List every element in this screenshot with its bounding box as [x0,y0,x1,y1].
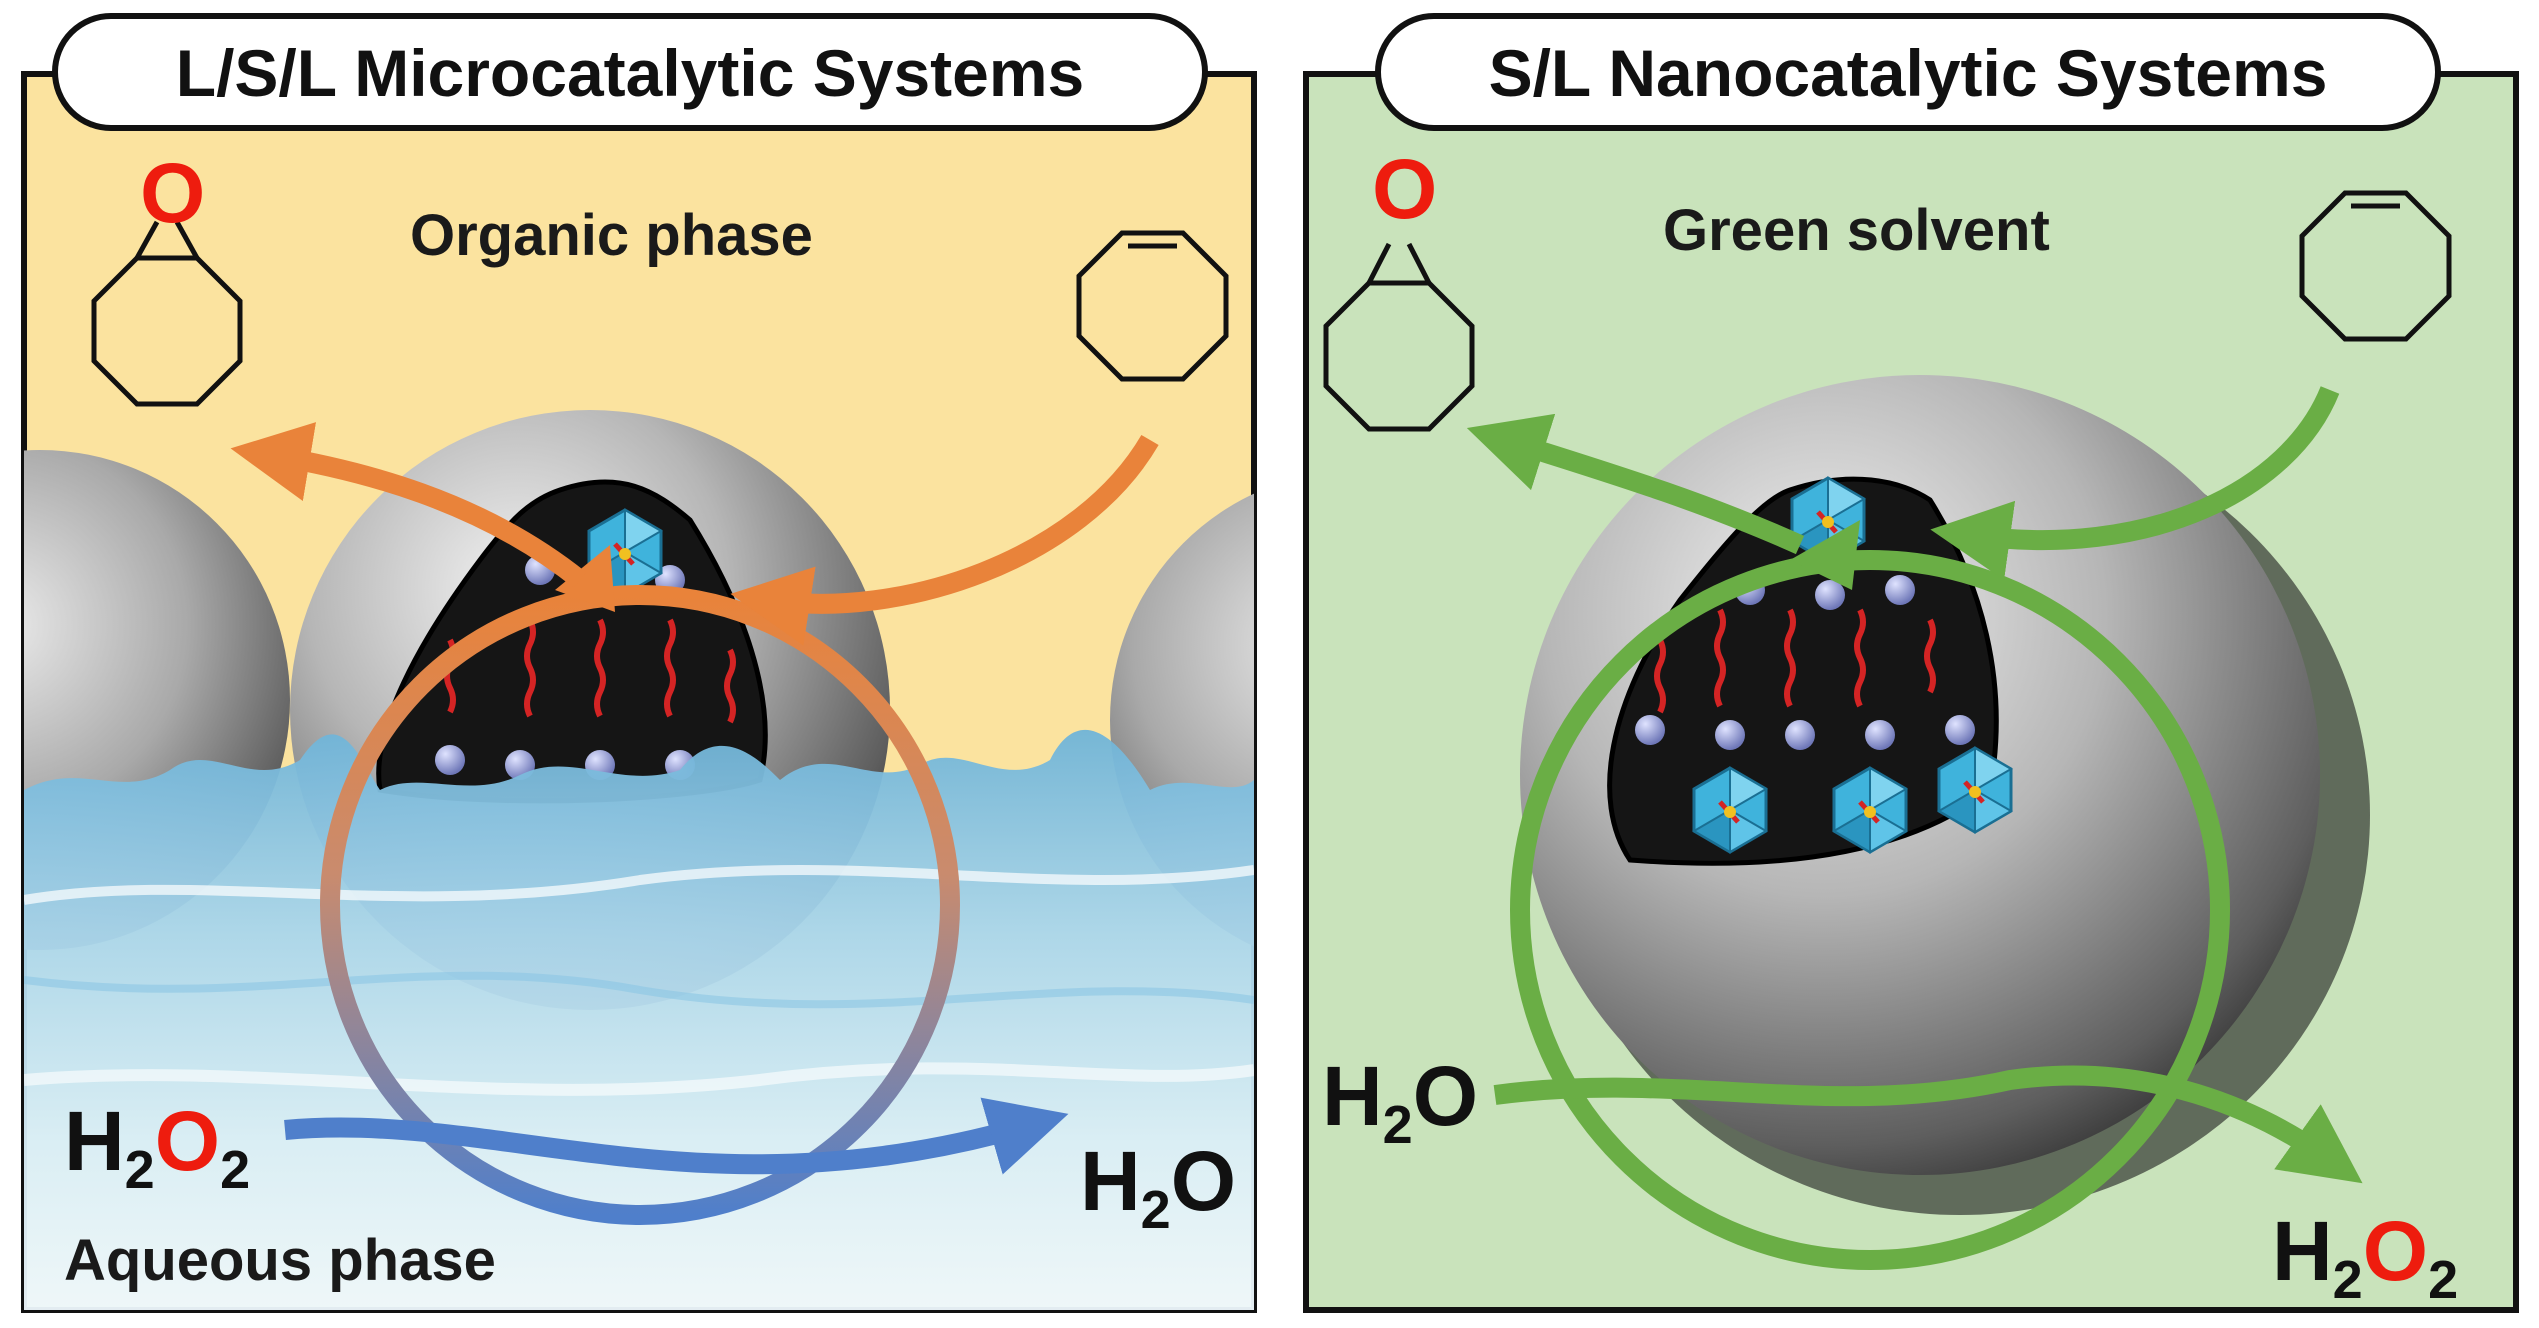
right-epoxide-structure [1323,242,1475,432]
right-catalytic-cycle-ring [1510,550,2230,1270]
left-peroxide-arrow [284,1097,1069,1175]
left-reactant-arrow [730,434,1159,646]
left-panel: O Organic phase Aqueous phase H2O2 H2O L… [21,13,1257,1313]
aqueous-phase-label: Aqueous phase [64,1228,496,1293]
left-title-pill [52,13,1208,131]
left-catalytic-cycle-ring [320,585,960,1225]
right-water-arrow [1493,1065,2363,1184]
left-epoxide-structure [91,220,243,407]
organic-phase-label: Organic phase [410,203,813,268]
right-ring-arrowhead [1790,520,1860,590]
left-product-label: H2O [1080,1134,1236,1240]
left-panel-title: L/S/L Microcatalytic Systems [176,36,1085,110]
right-cutaway-pore [1607,478,2011,866]
left-reactant-label: H2O2 [64,1094,250,1200]
right-panel-title: S/L Nanocatalytic Systems [1489,36,2328,110]
right-reactant-label: H2O [1322,1049,1478,1155]
left-product-arrow [230,422,587,588]
right-cyclooctene-structure [2299,190,2452,342]
left-cyclooctene-structure [1076,230,1229,382]
left-ring-arrowhead [555,545,615,612]
right-panel: O Green solvent H2O H2O2 S/L Nanocatalyt… [1303,13,2519,1313]
left-epoxide-oxygen: O [140,146,205,240]
right-title-pill [1375,13,2441,131]
green-solvent-label: Green solvent [1663,198,2050,263]
right-product-arrow [1466,413,1805,555]
right-product-label: H2O2 [2272,1204,2458,1310]
right-epoxide-oxygen: O [1372,142,1437,236]
right-reactant-arrow [1930,386,2340,581]
